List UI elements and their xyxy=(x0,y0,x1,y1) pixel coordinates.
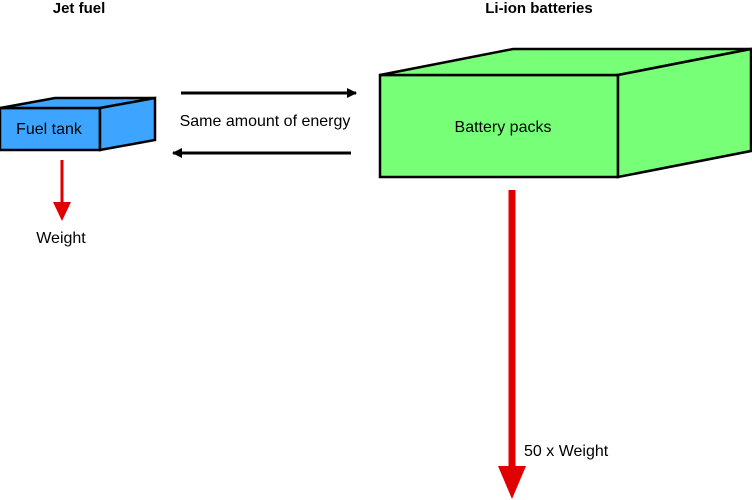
li-ion-heading: Li-ion batteries xyxy=(485,0,593,17)
fuel-tank-box xyxy=(0,96,157,152)
battery-packs-label: Battery packs xyxy=(455,119,552,136)
battery-packs-box xyxy=(378,47,752,179)
large-weight-arrow xyxy=(498,190,526,499)
small-weight-arrow xyxy=(53,160,71,221)
weight-label: Weight xyxy=(36,230,86,247)
fifty-x-weight-label: 50 x Weight xyxy=(524,443,609,460)
fuel-tank-side-face xyxy=(98,96,157,152)
fuel-tank-label: Fuel tank xyxy=(16,121,83,138)
battery-side-face xyxy=(616,47,752,179)
energy-label: Same amount of energy xyxy=(180,113,351,130)
jet-fuel-heading: Jet fuel xyxy=(53,0,106,17)
